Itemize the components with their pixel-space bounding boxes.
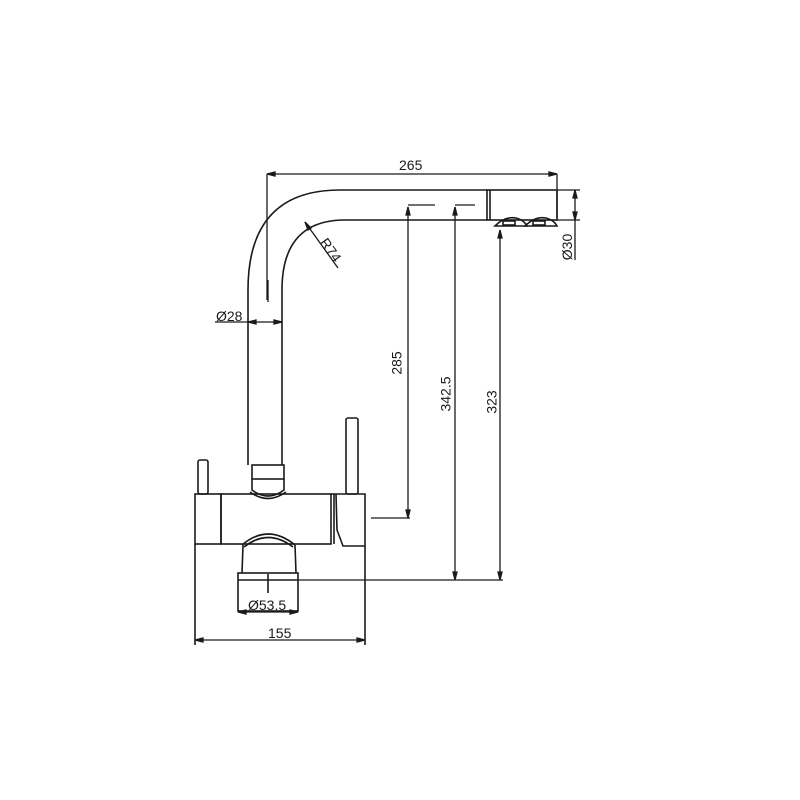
- spout-outer-edge: [247, 189, 487, 465]
- arrow: [497, 229, 503, 239]
- arrow: [572, 211, 578, 221]
- outlet-nozzle-1: [493, 216, 529, 227]
- label-base-diameter-53-5: Ø53.5: [248, 597, 287, 613]
- arrow: [266, 171, 276, 177]
- arrow: [356, 637, 366, 643]
- label-reach-265: 265: [399, 157, 423, 173]
- dim-r74-leader: [304, 221, 339, 269]
- arrow: [405, 206, 411, 216]
- arrow: [452, 571, 458, 581]
- outlet-nozzle-2: [523, 216, 559, 227]
- arrow: [572, 189, 578, 199]
- right-handle: [345, 417, 359, 495]
- label-column-diameter-28: Ø28: [216, 308, 243, 324]
- mount-dome: [241, 533, 296, 546]
- mount-right-edge: [294, 544, 297, 574]
- arrow: [548, 171, 558, 177]
- arrow: [247, 319, 257, 325]
- mount-left-edge: [241, 544, 244, 574]
- label-height-323: 323: [483, 390, 500, 414]
- left-handle: [197, 459, 209, 495]
- mount-dome-inner: [243, 536, 294, 548]
- label-body-width-155: 155: [268, 625, 292, 641]
- column-collar: [251, 464, 285, 480]
- spout-inner-edge: [281, 219, 487, 465]
- arrow: [273, 319, 283, 325]
- base-shank: [237, 572, 299, 612]
- column-collar-lower: [251, 479, 285, 497]
- body-right-cap: [331, 493, 366, 547]
- arrow: [289, 609, 299, 615]
- dimension-lines: [194, 171, 580, 643]
- arrow: [497, 571, 503, 581]
- body-left-cap: [194, 493, 222, 545]
- arrow: [194, 637, 204, 643]
- arrow: [452, 206, 458, 216]
- label-height-342-5: 342.5: [437, 376, 454, 412]
- label-height-285: 285: [388, 351, 405, 375]
- arrow: [237, 609, 247, 615]
- arrow: [405, 509, 411, 519]
- faucet-outline: [194, 189, 559, 645]
- label-head-diameter-30: Ø30: [559, 233, 576, 261]
- spout-head: [486, 189, 558, 221]
- body-center: [220, 493, 332, 545]
- arrow: [304, 221, 313, 231]
